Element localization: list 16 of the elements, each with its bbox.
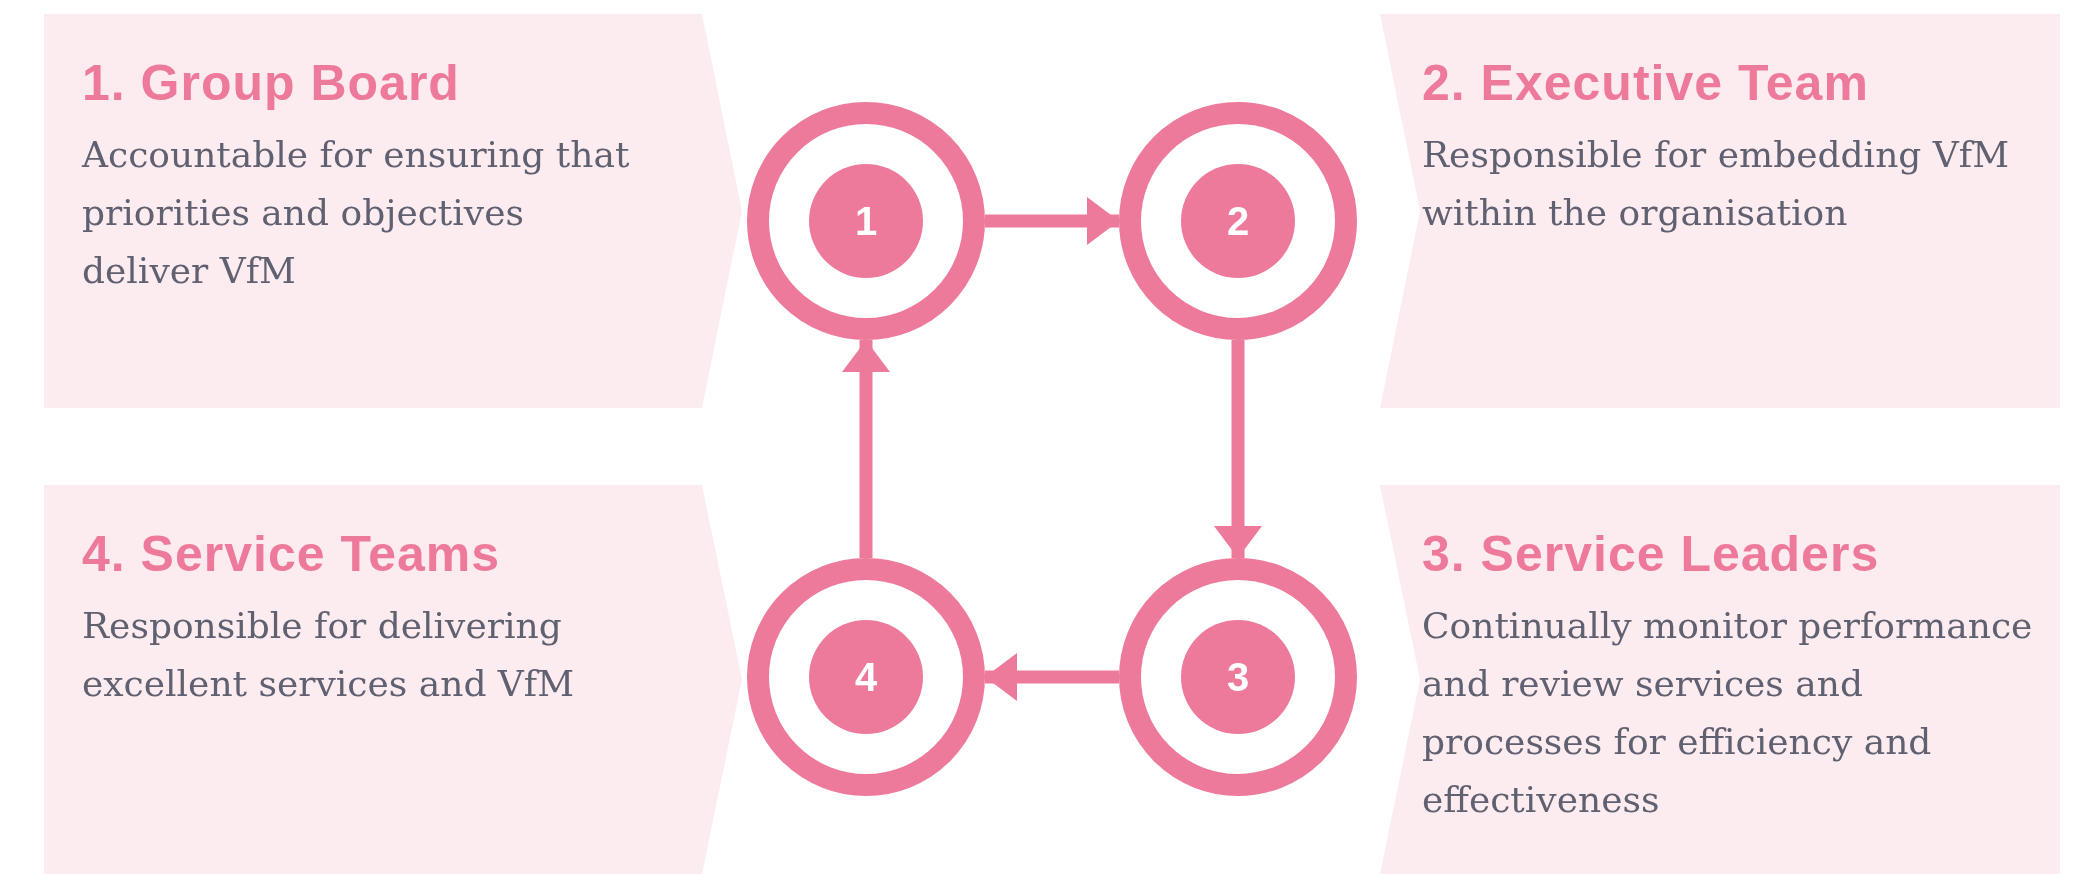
step-description: Accountable for ensuring that priorities and objectives deliver VfM [82,133,631,293]
step-description: Responsible for embedding VfM within the organisation [1422,133,2010,235]
step-number: 3 [1181,620,1295,734]
step-heading: 4. Service Teams [82,525,501,583]
step-heading: 1. Group Board [82,54,460,112]
step-number: 2 [1181,164,1295,278]
step-description: Continually monitor performance and review services and processes for efficiency and effectiveness [1422,604,2034,822]
arrow [985,197,1119,245]
arrow [842,340,890,558]
step-description: Responsible for delivering excellent services and VfM [82,604,576,706]
step-number: 4 [809,620,923,734]
arrow [1214,340,1262,558]
step-number: 1 [809,164,923,278]
step-heading: 3. Service Leaders [1422,525,1880,583]
arrow [985,653,1119,701]
step-heading: 2. Executive Team [1422,54,1869,112]
